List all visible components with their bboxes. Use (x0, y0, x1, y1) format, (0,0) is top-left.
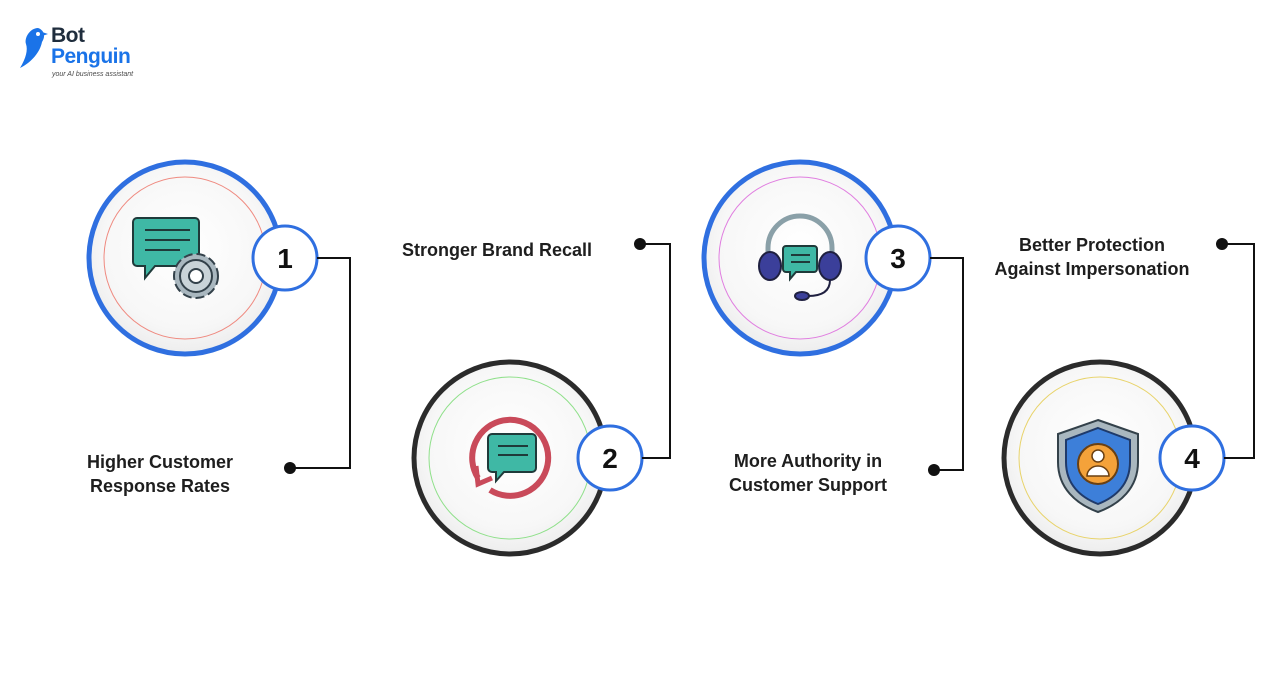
step-1-label-line1: Higher Customer (86, 452, 234, 472)
brand-tagline: your AI business assistant (52, 71, 134, 78)
step-3-number: 3 (890, 243, 906, 274)
headset-icon (758, 213, 842, 301)
step-3-number-badge: 3 (864, 224, 932, 292)
step-1-number: 1 (277, 243, 293, 274)
step-3-connector (930, 257, 964, 471)
step-1-label-line2: Response Rates (89, 476, 231, 496)
step-2-number: 2 (602, 443, 618, 474)
step-3-label-line1: More Authority in (733, 451, 883, 471)
step-1-connector (290, 257, 351, 469)
shield-user-icon (1057, 418, 1139, 514)
step-1-number-badge: 1 (251, 224, 319, 292)
step-3-label-line2: Customer Support (728, 475, 887, 495)
chat-refresh-icon (469, 416, 552, 499)
step-4-connector-dot (1216, 238, 1228, 250)
step-3-connector-dot (928, 464, 940, 476)
step-4-label-line1: Better Protection (1018, 235, 1166, 255)
step-2-label: Stronger Brand Recall (382, 238, 612, 262)
step-1-label: Higher Customer Response Rates (50, 450, 270, 498)
step-4-number: 4 (1184, 443, 1200, 474)
step-3-label: More Authority in Customer Support (696, 449, 920, 497)
step-2-label-line1: Stronger Brand Recall (401, 240, 593, 260)
chat-gear-icon (132, 217, 219, 299)
step-2-connector (640, 243, 671, 459)
penguin-logo-icon (20, 28, 48, 68)
brand-logo: Bot Penguin your AI business assistant (18, 24, 148, 84)
step-4-connector (1222, 243, 1255, 459)
step-4-number-badge: 4 (1158, 424, 1226, 492)
step-1-connector-dot (284, 462, 296, 474)
brand-name-line1: Bot (51, 24, 85, 47)
step-2-connector-dot (634, 238, 646, 250)
step-4-label: Better Protection Against Impersonation (980, 233, 1204, 281)
step-2-number-badge: 2 (576, 424, 644, 492)
step-4-label-line2: Against Impersonation (994, 259, 1190, 279)
brand-name-line2: Penguin (51, 45, 131, 68)
